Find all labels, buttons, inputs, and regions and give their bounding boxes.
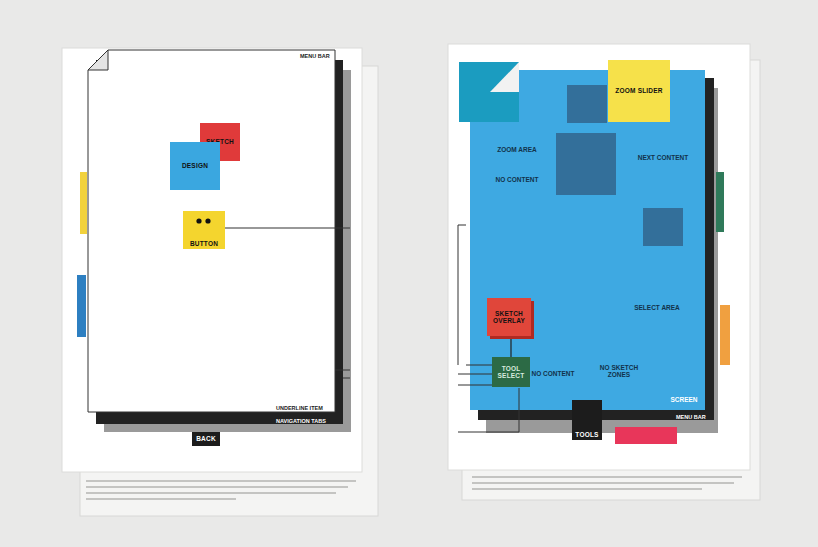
page-label: NAVIGATION TABS: [276, 418, 326, 424]
node-text: ZOOM SLIDER: [615, 87, 662, 94]
page-label: UNDERLINE ITEM: [276, 405, 323, 411]
side-tab: [716, 172, 724, 232]
node-text: NO CONTENT: [484, 176, 550, 183]
button-dot: [205, 218, 210, 223]
caption-lines: [86, 480, 356, 500]
image-block: [567, 85, 607, 123]
page-label: MENU BAR: [300, 53, 330, 59]
leader-line: [519, 388, 520, 432]
front-sheet: [62, 48, 362, 472]
node-text: TOOLS: [575, 431, 598, 438]
side-tab: [720, 305, 730, 365]
image-block: [556, 133, 616, 195]
tools-tab: TOOLS: [572, 400, 602, 440]
page-label: MENU BAR: [676, 414, 706, 420]
document-outline: [88, 50, 335, 412]
leader-line: [343, 378, 350, 379]
node-text: TOOL SELECT: [494, 365, 528, 380]
leader-line: [458, 432, 519, 433]
button-box: BUTTON: [183, 211, 225, 249]
node-text: BACK: [196, 435, 216, 442]
color-tab: [615, 427, 677, 444]
node-text: SKETCH OVERLAY: [489, 310, 529, 325]
connector: [510, 336, 511, 357]
node-text: NO CONTENT: [528, 370, 578, 377]
node-text: SELECT AREA: [624, 304, 690, 311]
side-tab: [77, 275, 86, 337]
tool-select-box: TOOL SELECT: [492, 357, 530, 387]
node-text: SCREEN: [666, 396, 702, 403]
back-tab: BACK: [192, 432, 220, 446]
caption-lines: [472, 476, 742, 490]
folded-corner: [490, 62, 519, 92]
leader-line: [458, 385, 492, 386]
node-text: NO SKETCH ZONES: [592, 364, 646, 379]
node-text: ZOOM AREA: [484, 146, 550, 153]
side-tab: [80, 172, 87, 234]
folded-corner: [88, 50, 108, 70]
node-text: DESIGN: [182, 162, 208, 169]
node-text: BUTTON: [190, 240, 218, 247]
leader-line: [466, 365, 492, 366]
node-text: NEXT CONTENT: [630, 154, 696, 161]
bracket-line: [458, 225, 466, 226]
design-box: DESIGN: [170, 142, 220, 190]
bracket-line: [458, 225, 459, 365]
button-dot: [196, 218, 201, 223]
image-block: [643, 208, 683, 246]
leader-line: [335, 370, 350, 371]
sketch-overlay-box: SKETCH OVERLAY: [487, 298, 531, 336]
leader-line: [458, 374, 492, 375]
corner-square: [459, 62, 519, 122]
front-sheet: [448, 44, 750, 470]
zoom-slider-box: ZOOM SLIDER: [608, 60, 670, 122]
leader-line: [225, 227, 350, 228]
